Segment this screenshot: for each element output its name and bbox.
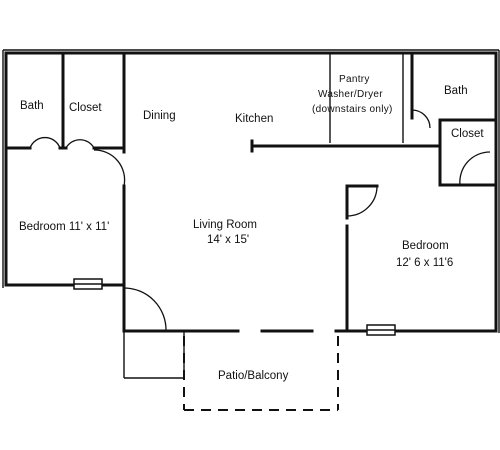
washer-dryer-label: Washer/Dryer — [318, 89, 383, 100]
right-bath-closet-walls — [410, 118, 498, 187]
living-room-label: Living Room — [193, 219, 257, 231]
outer-walls — [2, 49, 500, 333]
dining-label: Dining — [143, 110, 176, 122]
closet-right-label: Closet — [451, 128, 484, 140]
pantry-label: Pantry — [339, 74, 370, 85]
closet-left-label: Closet — [69, 102, 102, 114]
bath-right-label: Bath — [444, 85, 468, 97]
patio-label: Patio/Balcony — [218, 370, 289, 382]
bedroom-left-label: Bedroom 11' x 11' — [19, 221, 109, 233]
bedroom-right-label: Bedroom — [402, 240, 449, 252]
patio-outline — [183, 336, 339, 411]
living-room-size: 14' x 15' — [207, 234, 249, 246]
kitchen-label: Kitchen — [235, 113, 273, 125]
pantry-walls — [329, 51, 431, 143]
bedroom-right-size: 12' 6 x 11'6 — [396, 257, 453, 269]
bath-left-label: Bath — [20, 100, 44, 112]
kitchen-counter — [250, 139, 414, 153]
left-bath-closet-walls — [4, 51, 126, 287]
windows — [73, 278, 396, 336]
right-bedroom-walls — [345, 183, 462, 333]
downstairs-only-label: (downstairs only) — [312, 104, 393, 115]
patio-door — [123, 287, 185, 379]
